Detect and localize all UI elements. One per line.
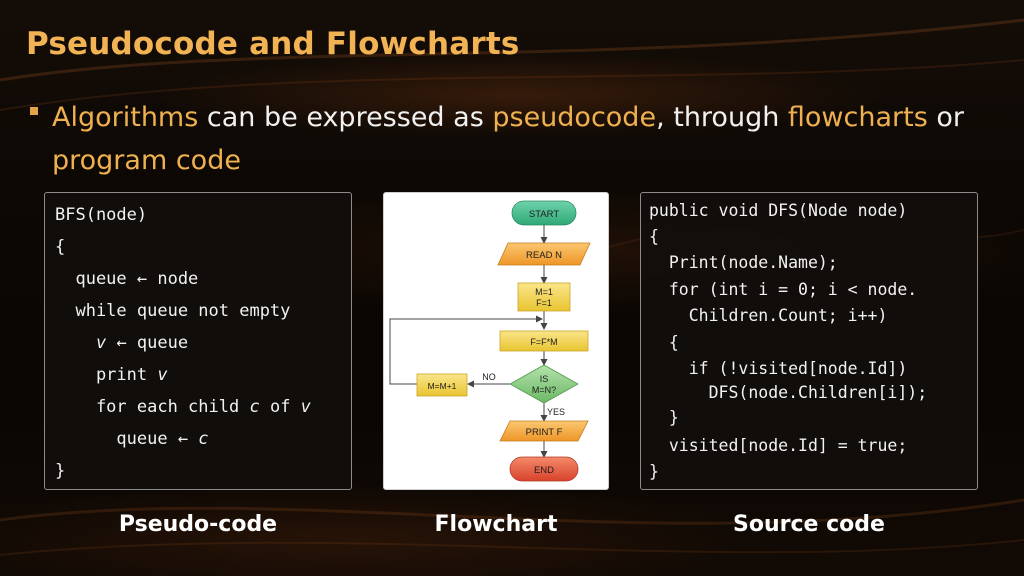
bullet-part: , through — [656, 102, 788, 133]
source-line: visited[node.Id] = true; — [649, 436, 908, 455]
source-line: DFS(node.Children[i]); — [649, 383, 928, 402]
source-line: } — [649, 408, 679, 427]
flow-compute-node — [499, 330, 589, 352]
flow-read-label: READ N — [526, 250, 562, 261]
flow-end-label: END — [534, 465, 554, 476]
flow-compute-label: F=F*M — [530, 337, 557, 347]
flowchart-caption: Flowchart — [434, 512, 558, 537]
flowchart-panel: START READ N M=1 F=1 F=F*M IS M=N? NO YE… — [383, 192, 609, 490]
pseudocode-line: while queue not empty — [55, 301, 291, 321]
pseudocode-panel: BFS(node) { queue ← node while queue not… — [44, 192, 352, 490]
flow-print-node — [499, 420, 589, 442]
flow-init-line1: M=1 — [535, 287, 553, 297]
bullet-part: flowcharts — [787, 102, 928, 133]
flow-init-node — [517, 282, 571, 312]
bullet-part: can be expressed as — [198, 102, 493, 133]
flow-init-line2: F=1 — [536, 298, 552, 308]
flow-start-node — [511, 200, 577, 226]
source-line: for (int i = 0; i < node. — [649, 280, 918, 299]
flow-increment-node — [416, 373, 468, 397]
source-line: public void DFS(Node node) — [649, 201, 908, 220]
flow-start-label: START — [529, 209, 559, 220]
bullet-point: Algorithms can be expressed as pseudocod… — [30, 96, 1000, 182]
pseudocode-line: { — [55, 237, 66, 257]
source-line: if (!visited[node.Id]) — [649, 359, 908, 378]
flow-loop-connector — [389, 315, 543, 385]
source-code-caption: Source code — [733, 512, 885, 537]
flow-no-label: NO — [482, 372, 496, 382]
flow-decision-line1: IS — [540, 374, 549, 384]
flowchart-diagram: START READ N M=1 F=1 F=F*M IS M=N? NO YE… — [389, 200, 591, 482]
pseudocode-line: queue ← node — [55, 269, 199, 289]
bullet-square-icon — [30, 107, 38, 115]
bullet-text: Algorithms can be expressed as pseudocod… — [52, 96, 1000, 182]
slide-title: Pseudocode and Flowcharts — [26, 26, 520, 62]
source-line: } — [649, 462, 659, 481]
flow-yes-label: YES — [547, 407, 565, 417]
pseudocode-line: for each child c of v — [55, 397, 311, 417]
pseudocode-line: queue ← c — [55, 429, 209, 449]
flow-decision-line2: M=N? — [532, 385, 556, 395]
pseudocode-caption: Pseudo-code — [118, 512, 278, 537]
source-line: { — [649, 227, 659, 246]
source-line: Children.Count; i++) — [649, 306, 888, 325]
pseudocode-line: BFS(node) — [55, 205, 148, 225]
bullet-part: or — [927, 102, 964, 133]
flow-increment-label: M=M+1 — [428, 381, 457, 391]
bullet-part: Algorithms — [52, 102, 199, 133]
pseudocode-line: print v — [55, 365, 168, 385]
pseudocode-line: v ← queue — [95, 333, 189, 353]
source-line: Print(node.Name); — [649, 253, 838, 272]
source-code-panel: public void DFS(Node node) { Print(node.… — [640, 192, 978, 490]
flow-read-node — [497, 242, 591, 266]
flow-decision-node — [509, 364, 579, 404]
bullet-part: pseudocode — [492, 102, 657, 133]
source-line: { — [649, 333, 679, 352]
pseudocode-line: } — [55, 461, 66, 481]
flow-print-label: PRINT F — [526, 427, 563, 438]
flow-end-node — [509, 456, 579, 482]
bullet-part: program code — [52, 145, 241, 176]
